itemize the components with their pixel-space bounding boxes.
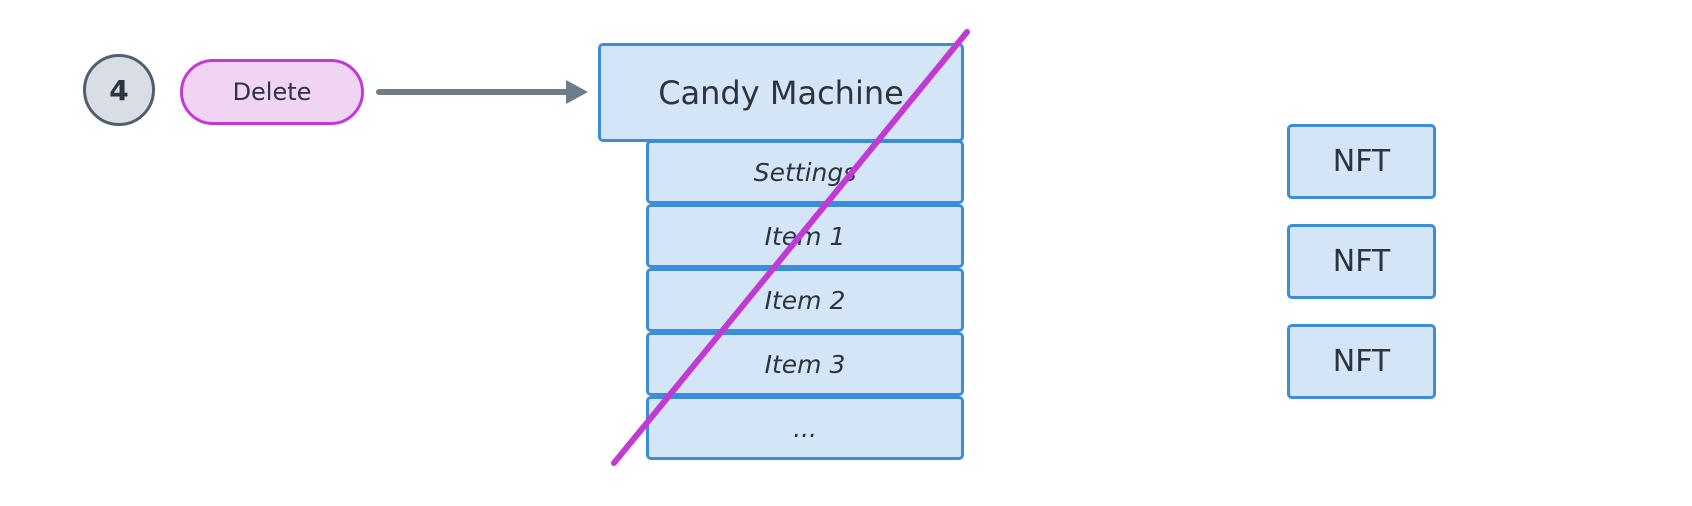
candy-machine-row-item-2: Item 2 bbox=[646, 268, 964, 332]
nft-box-2: NFT bbox=[1287, 224, 1436, 299]
delete-action-pill: Delete bbox=[180, 59, 364, 125]
candy-machine-header: Candy Machine bbox=[598, 43, 964, 142]
candy-machine-row-item-1: Item 1 bbox=[646, 204, 964, 268]
nft-box-3: NFT bbox=[1287, 324, 1436, 399]
nft-box-1: NFT bbox=[1287, 124, 1436, 199]
candy-machine-row-item-3: Item 3 bbox=[646, 332, 964, 396]
step-number-badge: 4 bbox=[83, 54, 155, 126]
delete-arrow bbox=[376, 80, 588, 104]
candy-machine-row-ellipsis: ... bbox=[646, 396, 964, 460]
deleted-strike-line bbox=[611, 29, 970, 466]
candy-machine-row-settings: Settings bbox=[646, 140, 964, 204]
